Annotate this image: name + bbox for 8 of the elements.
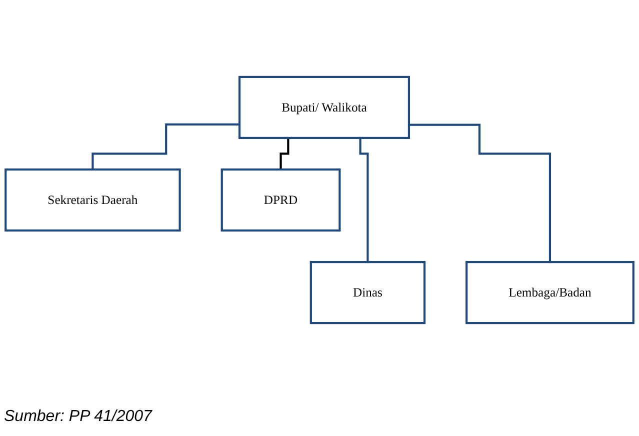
node-box: DPRD [220,168,341,232]
node-box: Sekretaris Daerah [4,168,181,232]
connector [408,124,552,264]
connector [92,123,240,171]
node-box: Dinas [310,261,426,324]
caption: Sumber: PP 41/2007 [4,408,152,426]
node-box: Bupati/ Walikota [238,76,410,139]
node-box: Lembaga/Badan [466,261,634,324]
